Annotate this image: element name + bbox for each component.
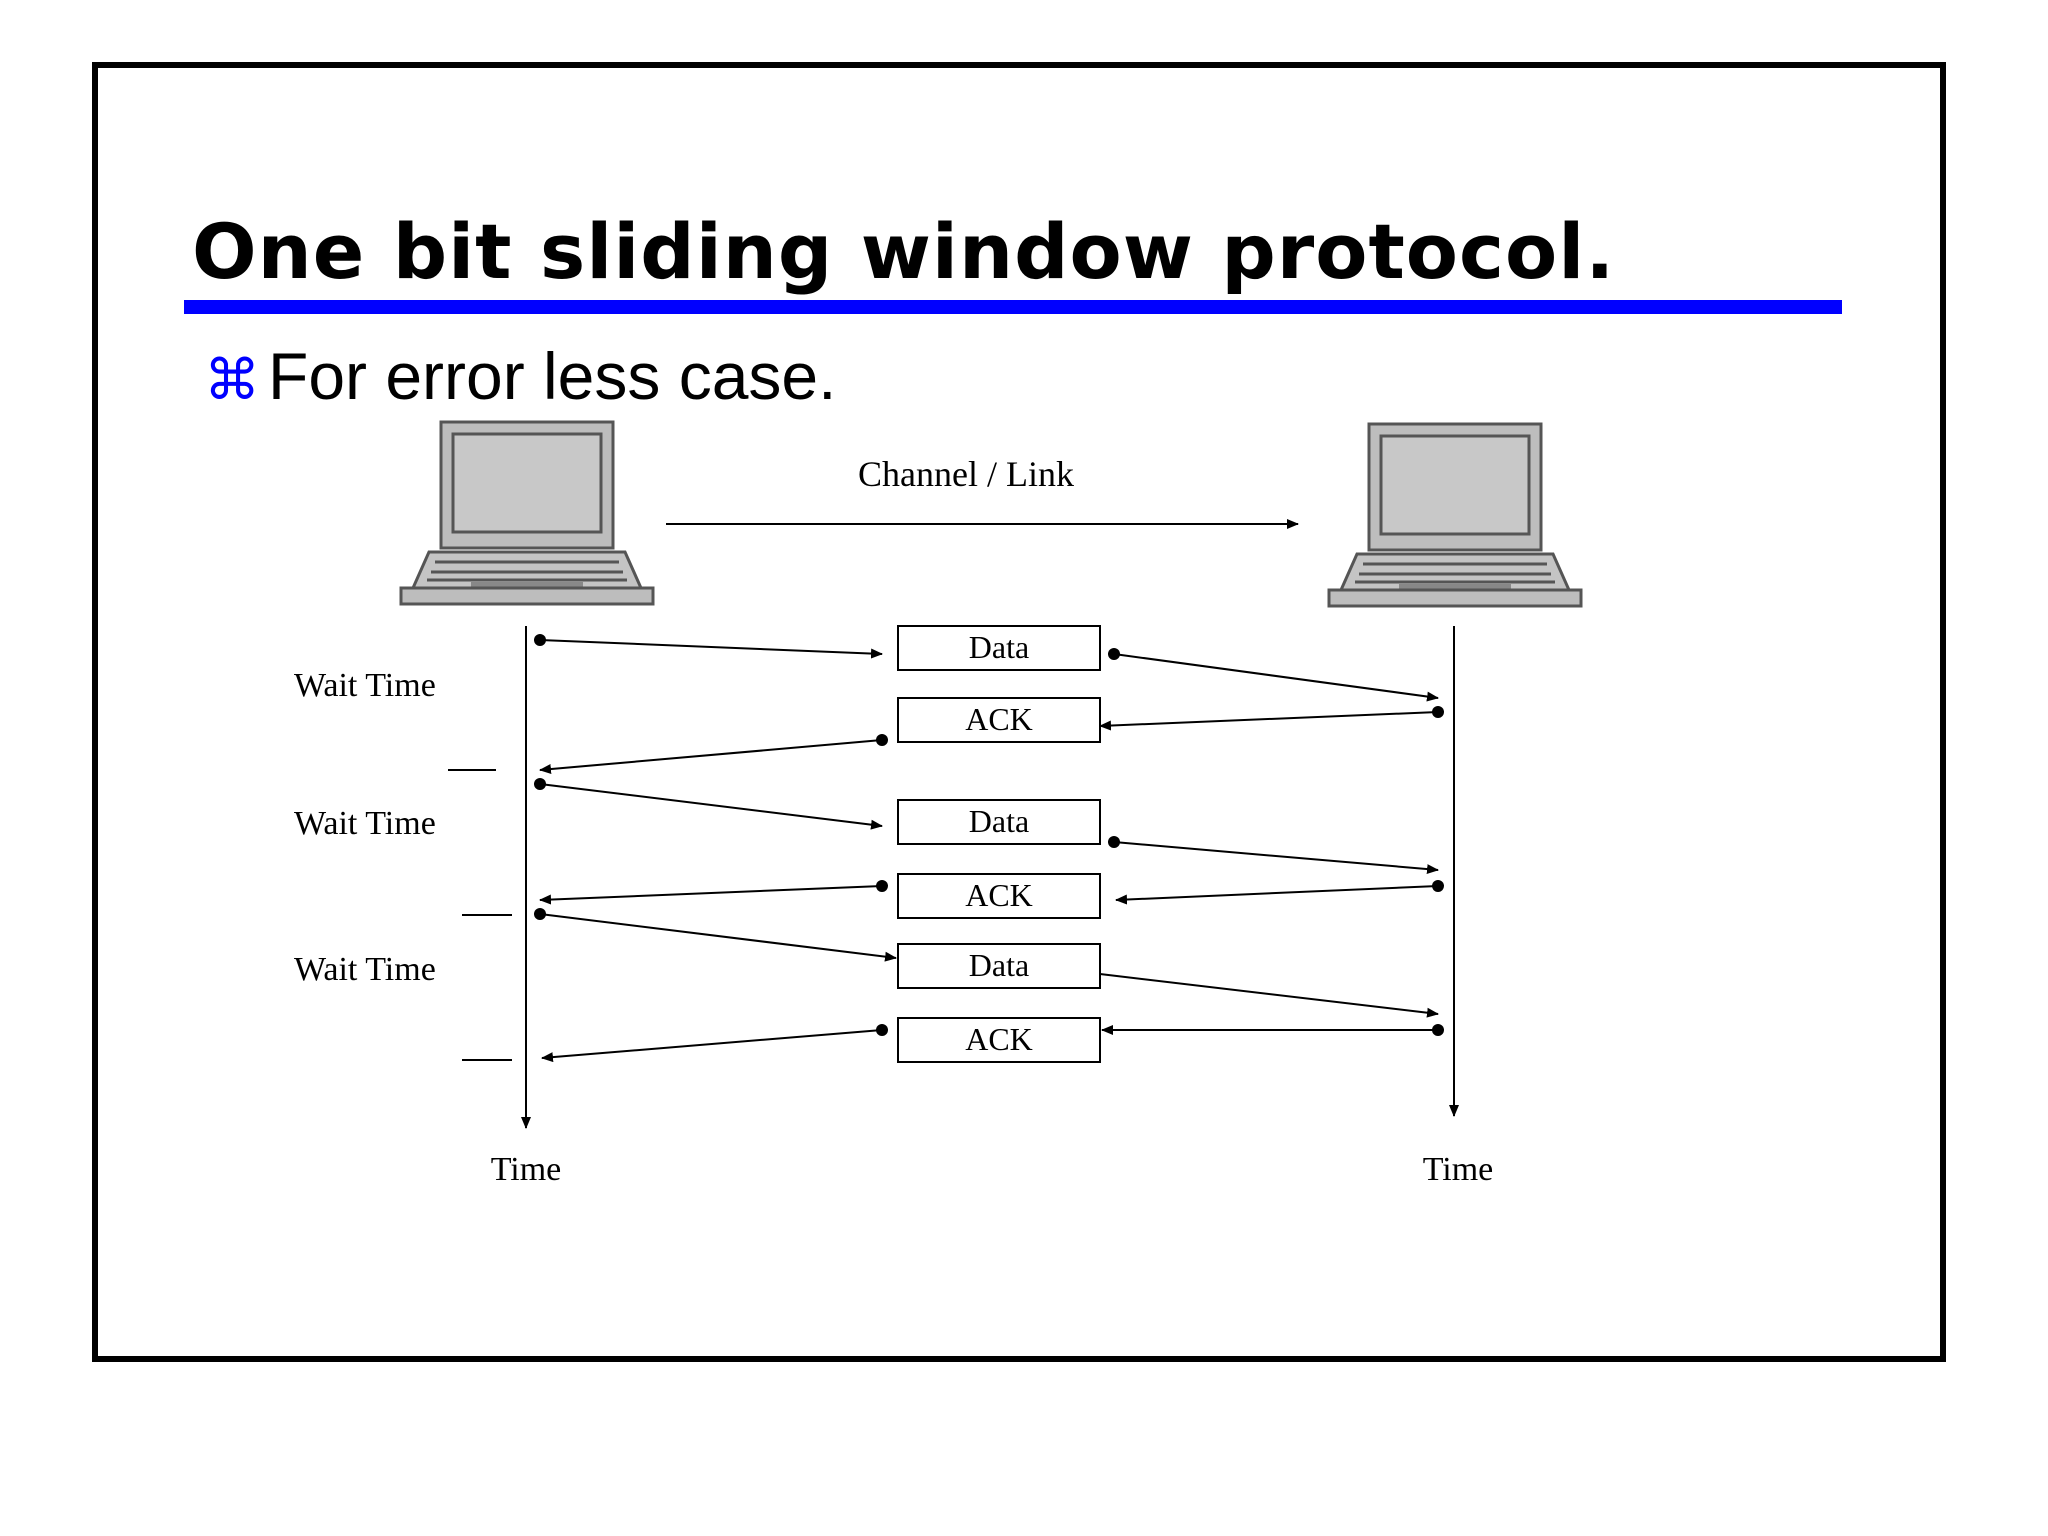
ack-arrow: [541, 1029, 883, 1063]
ack-frame-box: ACK: [897, 1017, 1101, 1063]
ack-frame-box: ACK: [897, 697, 1101, 743]
receiver-laptop-icon: [1327, 422, 1583, 608]
command-bullet-icon: ⌘: [204, 348, 260, 413]
ack-arrow: [539, 885, 883, 905]
data-arrow: [539, 913, 897, 962]
data-arrow: [539, 639, 883, 659]
sender-time-label: Time: [491, 1151, 562, 1188]
svg-text:Data: Data: [969, 629, 1029, 665]
title-underline: [184, 300, 1842, 314]
channel-label: Channel / Link: [858, 454, 1074, 494]
data-frame-box: Data: [897, 799, 1101, 845]
svg-text:Data: Data: [969, 947, 1029, 983]
slide-title: One bit sliding window protocol.: [192, 207, 1616, 296]
svg-text:Data: Data: [969, 803, 1029, 839]
ack-frame-box: ACK: [897, 873, 1101, 919]
receiver-time-label: Time: [1423, 1151, 1494, 1188]
data-arrow: [1099, 973, 1439, 1018]
data-arrow: [1113, 653, 1439, 702]
ack-arrow: [1115, 885, 1439, 905]
sender-laptop-icon: [399, 420, 655, 606]
bullet-item: ⌘For error less case.: [204, 340, 836, 417]
wait-time-label: Wait Time: [294, 805, 436, 842]
ack-arrow: [539, 739, 883, 775]
svg-text:ACK: ACK: [965, 877, 1033, 913]
wait-time-label: Wait Time: [294, 667, 436, 704]
svg-text:ACK: ACK: [965, 1021, 1033, 1057]
data-arrow: [1113, 841, 1439, 875]
bullet-text: For error less case.: [268, 339, 837, 413]
wait-time-label: Wait Time: [294, 951, 436, 988]
data-frame-box: Data: [897, 625, 1101, 671]
data-frame-box: Data: [897, 943, 1101, 989]
svg-text:ACK: ACK: [965, 701, 1033, 737]
data-arrow: [539, 783, 883, 830]
ack-arrow: [1099, 711, 1439, 731]
